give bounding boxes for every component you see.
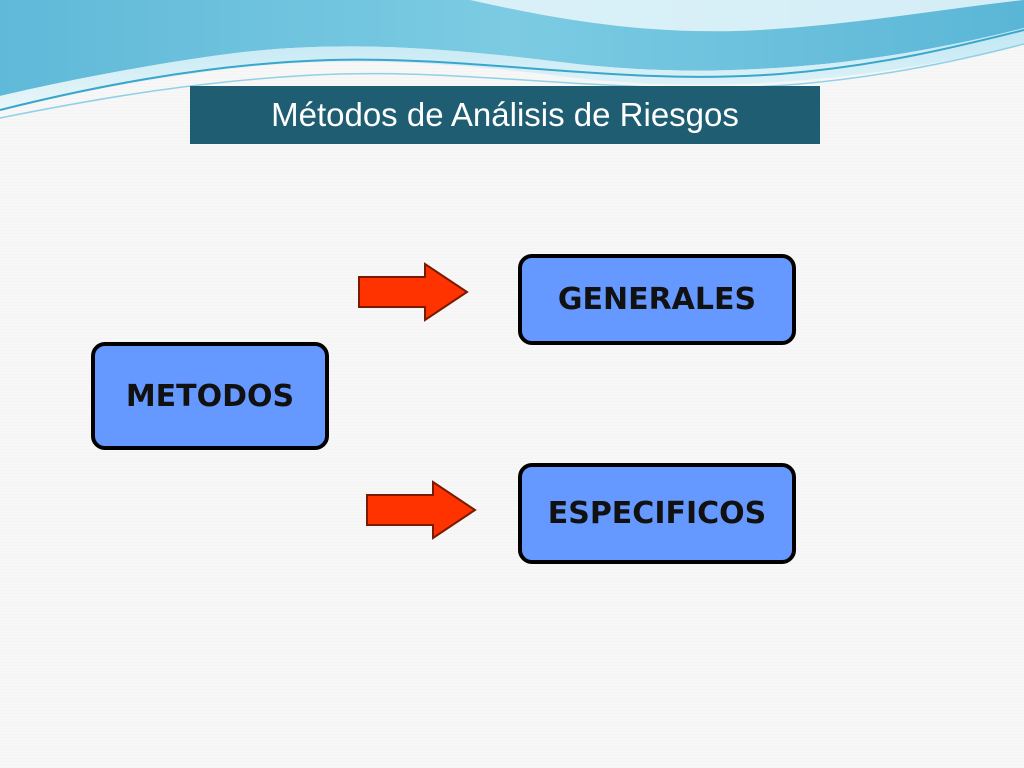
node-generales-label: GENERALES bbox=[557, 282, 757, 317]
right-arrow-icon bbox=[358, 262, 469, 322]
node-metodos: METODOS bbox=[91, 342, 329, 450]
node-especificos-label: ESPECIFICOS bbox=[547, 496, 767, 531]
header-wave-decoration bbox=[0, 0, 1024, 119]
node-especificos: ESPECIFICOS bbox=[518, 463, 796, 564]
node-metodos-label: METODOS bbox=[125, 378, 295, 414]
slide-title: Métodos de Análisis de Riesgos bbox=[190, 86, 820, 144]
node-generales: GENERALES bbox=[518, 254, 796, 345]
right-arrow-icon bbox=[366, 480, 477, 540]
